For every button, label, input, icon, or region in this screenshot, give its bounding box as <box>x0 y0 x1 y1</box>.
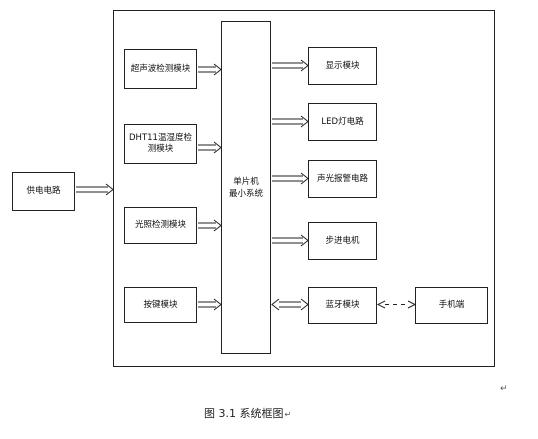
system-frame <box>113 10 495 367</box>
bluetooth-module-block: 蓝牙模块 <box>308 287 377 324</box>
arrow-bluetooth-phone-wireless <box>376 300 417 309</box>
phone-terminal-block: 手机端 <box>415 287 488 324</box>
stepper-motor-label: 步进电机 <box>325 235 360 246</box>
display-module-label: 显示模块 <box>325 60 360 71</box>
keypad-module-block: 按键模块 <box>124 287 197 323</box>
ultrasonic-module-label: 超声波检测模块 <box>130 63 191 74</box>
arrow-ultrasonic-to-mcu <box>198 63 222 76</box>
mcu-label-line1: 单片机 <box>233 176 259 187</box>
power-circuit-label: 供电电路 <box>26 186 61 196</box>
stepper-motor-block: 步进电机 <box>308 222 377 260</box>
mcu-label-line2: 最小系统 <box>228 188 263 199</box>
led-circuit-label: LED灯电路 <box>321 116 364 127</box>
arrow-light-to-mcu <box>198 219 222 232</box>
bluetooth-module-label: 蓝牙模块 <box>325 300 360 310</box>
mcu-minimum-system-block: 单片机 最小系统 <box>221 21 271 354</box>
figure-caption: 图 3.1 系统框图↵ <box>204 405 291 421</box>
alarm-circuit-label: 声光报警电路 <box>316 173 368 184</box>
arrow-mcu-to-led <box>272 115 309 128</box>
figure-caption-text: 图 3.1 系统框图 <box>204 407 284 420</box>
arrow-mcu-to-motor <box>272 234 309 247</box>
arrow-mcu-to-display <box>272 59 309 72</box>
arrow-dht11-to-mcu <box>198 141 222 154</box>
keypad-module-label: 按键模块 <box>143 299 178 310</box>
arrow-keypad-to-mcu <box>198 298 222 311</box>
led-circuit-block: LED灯电路 <box>308 103 377 141</box>
alarm-circuit-block: 声光报警电路 <box>308 160 377 198</box>
power-circuit-block: 供电电路 <box>12 172 75 211</box>
arrow-mcu-to-alarm <box>272 172 309 185</box>
dht11-module-label: DHT11温湿度检测模块 <box>129 133 192 154</box>
ultrasonic-module-block: 超声波检测模块 <box>124 49 197 89</box>
phone-terminal-label: 手机端 <box>438 300 465 310</box>
arrow-mcu-bluetooth-bidirectional <box>271 298 309 311</box>
paragraph-mark-right: ↵ <box>500 384 508 394</box>
display-module-block: 显示模块 <box>308 47 377 85</box>
light-module-block: 光照检测模块 <box>124 207 197 244</box>
light-module-label: 光照检测模块 <box>134 220 186 230</box>
paragraph-mark-caption: ↵ <box>284 410 292 419</box>
dht11-module-block: DHT11温湿度检测模块 <box>124 124 197 164</box>
arrow-power-to-system <box>76 183 114 196</box>
